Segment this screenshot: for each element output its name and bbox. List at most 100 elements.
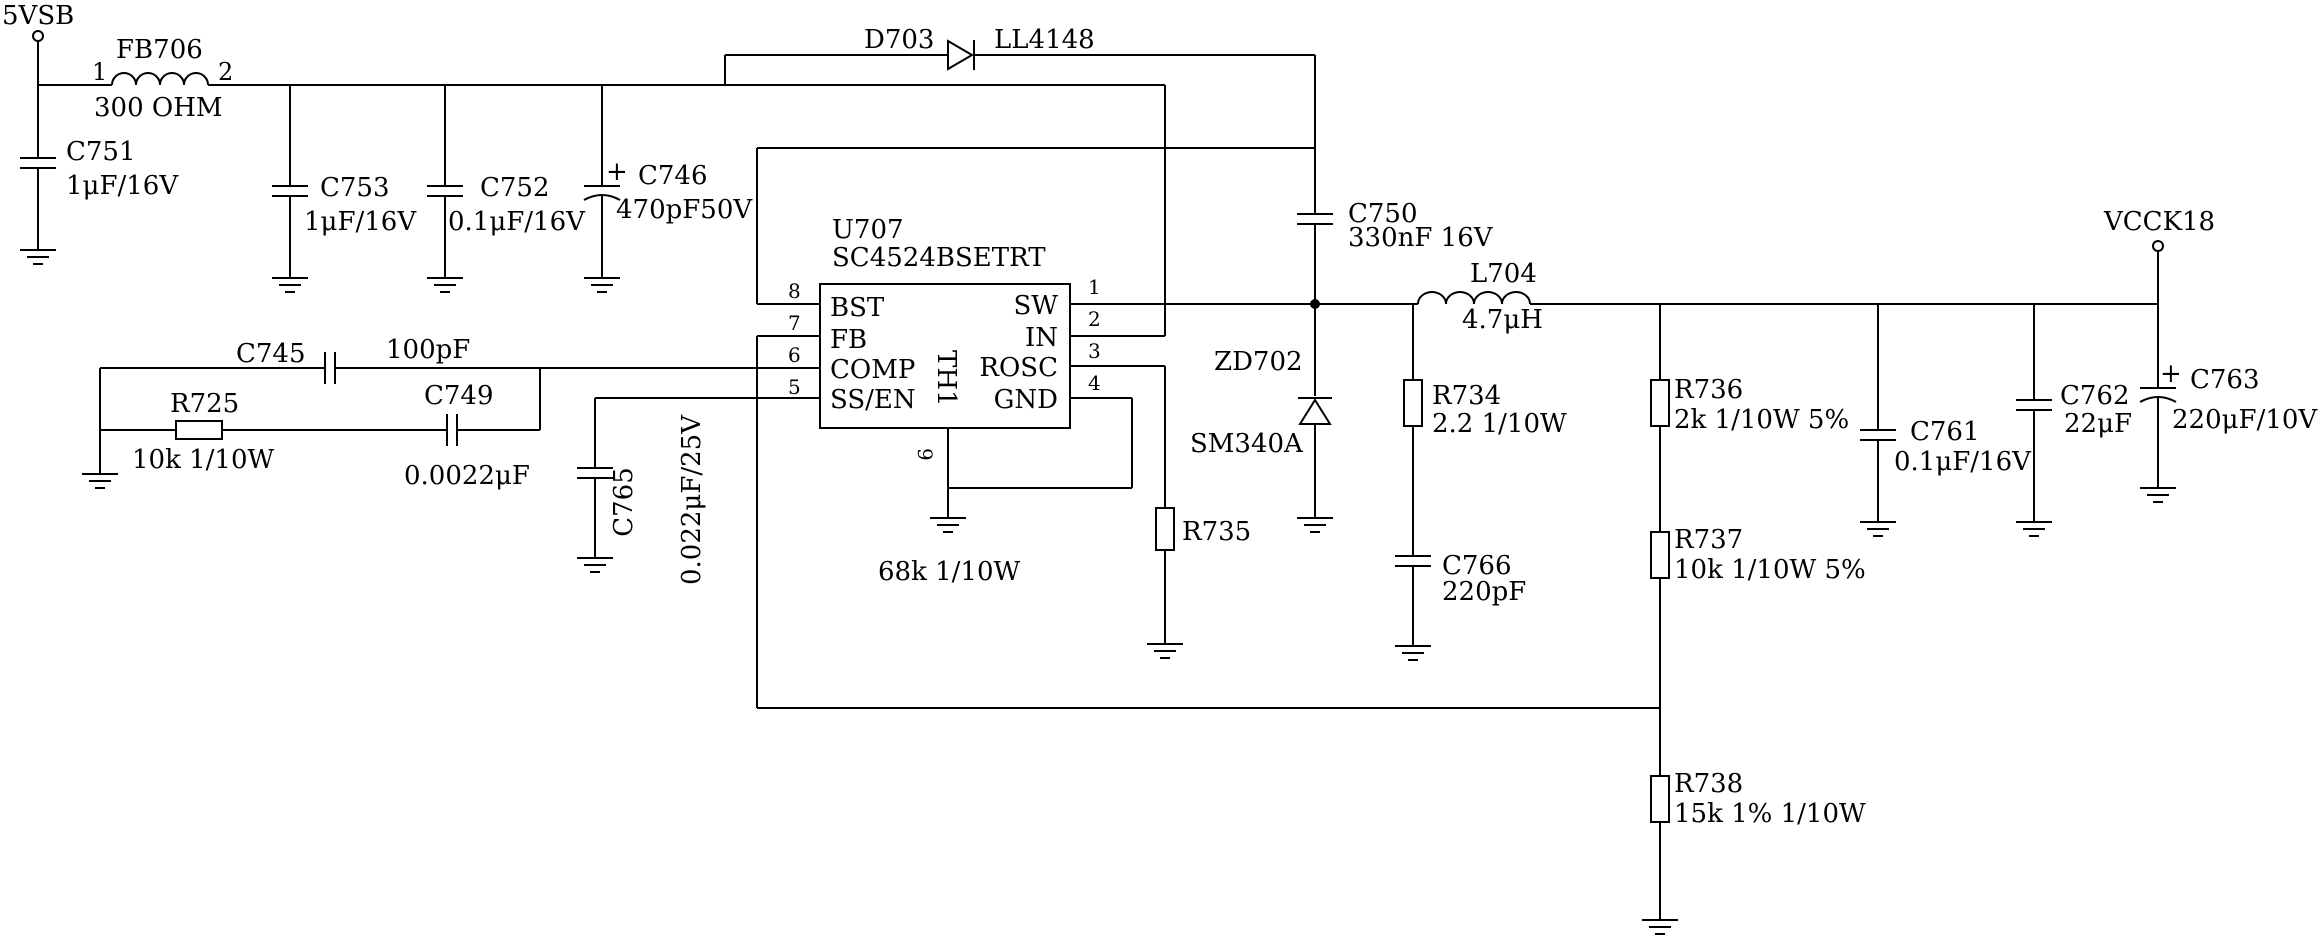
capacitor-c752 <box>427 85 463 293</box>
r737-value: 10k 1/10W 5% <box>1674 555 1866 585</box>
c746-value: 470pF50V <box>616 195 753 225</box>
c752-value: 0.1μF/16V <box>448 207 586 237</box>
r725-ref: R725 <box>170 389 239 419</box>
pin-num-1: 1 <box>1088 275 1101 299</box>
pin-num-8: 8 <box>788 279 801 303</box>
fb706-value: 300 OHM <box>94 93 223 123</box>
pin-name-rosc: ROSC <box>979 353 1058 383</box>
c746-ref: C746 <box>638 161 708 191</box>
ic-u707 <box>819 283 1071 429</box>
fb706-ref: FB706 <box>116 35 203 65</box>
r734-ref: R734 <box>1432 381 1501 411</box>
capacitor-c750 <box>1297 213 1333 304</box>
c750-value: 330nF 16V <box>1348 223 1494 253</box>
diode-d703 <box>947 39 975 71</box>
pin-name-fb: FB <box>830 325 867 355</box>
capacitor-c753 <box>272 85 308 293</box>
thermal-pad-label: TH1 <box>931 350 961 407</box>
r735-value: 68k 1/10W <box>878 557 1020 587</box>
c765-value: 0.022μF/25V <box>677 414 707 585</box>
output-terminal-vcck18 <box>2152 240 2164 252</box>
pin-num-9: 9 <box>913 448 937 461</box>
c749-ref: C749 <box>424 381 494 411</box>
c745-value: 100pF <box>386 335 470 365</box>
pin-num-3: 3 <box>1088 339 1101 363</box>
ground-symbol-comp <box>82 473 118 489</box>
c753-value: 1μF/16V <box>304 207 417 237</box>
pin-num-7: 7 <box>788 311 801 335</box>
d703-part: LL4148 <box>994 25 1095 55</box>
capacitor-c749 <box>446 414 458 446</box>
ground-symbol-u707 <box>930 517 966 533</box>
fb706-pin2: 2 <box>218 58 233 86</box>
c762-ref: C762 <box>2060 381 2130 411</box>
zd702-part: SM340A <box>1190 429 1304 459</box>
d703-ref: D703 <box>864 25 934 55</box>
c751-value: 1μF/16V <box>66 171 179 201</box>
l704-ref: L704 <box>1470 259 1537 289</box>
ferrite-bead-fb706 <box>111 72 209 86</box>
input-net-5vsb: 5VSB <box>2 1 74 42</box>
pin-name-sw: SW <box>1013 291 1058 321</box>
c750-ref: C750 <box>1348 199 1418 229</box>
pin-num-5: 5 <box>788 375 801 399</box>
capacitor-c766 <box>1395 555 1431 661</box>
c766-ref: C766 <box>1442 551 1512 581</box>
c763-ref: C763 <box>2190 365 2260 395</box>
c753-ref: C753 <box>320 173 390 203</box>
r736-ref: R736 <box>1674 375 1743 405</box>
pin-name-bst: BST <box>830 293 885 323</box>
capacitor-c761 <box>1860 304 1896 537</box>
capacitor-c763 <box>2139 304 2177 503</box>
c752-ref: C752 <box>480 173 550 203</box>
c761-ref: C761 <box>1910 417 1980 447</box>
zener-zd702 <box>1298 397 1332 425</box>
capacitor-c765 <box>577 467 613 573</box>
r737-ref: R737 <box>1674 525 1743 555</box>
net-label-5vsb: 5VSB <box>2 1 74 31</box>
ground-symbol-r738 <box>1642 919 1678 935</box>
net-label-vcck18: VCCK18 <box>2103 207 2215 237</box>
inductor-l704 <box>1417 291 1531 305</box>
l704-value: 4.7μH <box>1462 305 1543 335</box>
pin-num-6: 6 <box>788 343 801 367</box>
pin-name-gnd: GND <box>994 385 1058 415</box>
c763-value: 220μF/10V <box>2172 405 2318 435</box>
resistor-r725 <box>175 420 223 440</box>
capacitor-c762 <box>2016 304 2052 537</box>
c745-ref: C745 <box>236 339 306 369</box>
r738-value: 15k 1% 1/10W <box>1674 799 1866 829</box>
fb706-pin1: 1 <box>92 58 107 86</box>
u707-part: SC4524BSETRT <box>832 243 1046 273</box>
pin-num-4: 4 <box>1088 371 1101 395</box>
capacitor-c746 <box>583 85 621 293</box>
r725-value: 10k 1/10W <box>132 445 274 475</box>
c749-value: 0.0022μF <box>404 461 530 491</box>
ground-symbol-zd702 <box>1297 517 1333 533</box>
resistor-r734 <box>1403 379 1423 427</box>
c762-value: 22μF <box>2064 409 2132 439</box>
pin-num-2: 2 <box>1088 307 1101 331</box>
ground-symbol-r735 <box>1147 643 1183 659</box>
pin-name-in: IN <box>1025 323 1058 353</box>
c751-ref: C751 <box>66 137 136 167</box>
u707-ref: U707 <box>832 215 904 245</box>
c761-value: 0.1μF/16V <box>1894 447 2032 477</box>
pin-name-comp: COMP <box>830 355 915 385</box>
resistor-r737 <box>1650 531 1670 579</box>
capacitor-c745 <box>324 352 336 384</box>
r738-ref: R738 <box>1674 769 1743 799</box>
zd702-ref: ZD702 <box>1214 347 1303 377</box>
c766-value: 220pF <box>1442 577 1526 607</box>
c763-polarity: + <box>2160 359 2182 389</box>
pin-name-ss-en: SS/EN <box>830 385 916 415</box>
capacitor-c751 <box>20 157 56 265</box>
resistor-r735 <box>1155 507 1175 551</box>
r734-value: 2.2 1/10W <box>1432 409 1567 439</box>
resistor-r738 <box>1650 775 1670 823</box>
r735-ref: R735 <box>1182 517 1251 547</box>
c746-polarity: + <box>606 157 628 187</box>
c765-ref: C765 <box>609 467 639 537</box>
